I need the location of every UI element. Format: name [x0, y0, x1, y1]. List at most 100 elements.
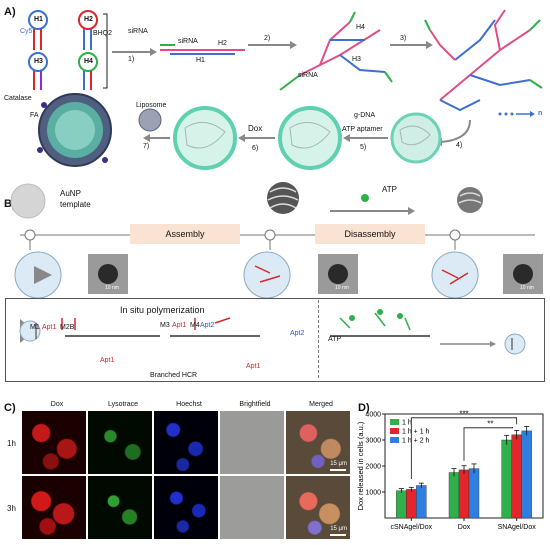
assembly-label: Assembly: [130, 224, 240, 244]
disassembly-label: Disassembly: [315, 224, 425, 244]
insitu-divider: [318, 300, 319, 378]
step-4-label: 4): [456, 142, 463, 149]
legend-label: 1 h + 1 h: [402, 429, 430, 436]
row-label-3h: 3h: [7, 504, 16, 513]
bhq2-label: BHQ2: [93, 30, 113, 37]
legend-swatch: [390, 437, 399, 443]
step-5-label: 5): [360, 144, 367, 151]
micrograph-merged-1h: 15 μm: [286, 411, 350, 474]
n-label: n: [538, 110, 543, 117]
legend-label: 1 h + 2 h: [402, 438, 430, 445]
y-tick-label: 2000: [365, 464, 381, 471]
gdna-label: g-DNA: [354, 112, 376, 119]
panel-d-label: D): [358, 402, 370, 414]
apt1-label-c: Apt1: [100, 357, 115, 364]
y-axis-label: Dox released in cells (a.u.): [356, 421, 365, 510]
bar: [521, 430, 532, 519]
sirna-branch-label: siRNA: [298, 72, 318, 79]
legend-label: 1 h: [402, 420, 412, 427]
legend-swatch: [390, 419, 399, 425]
insitu-title: In situ polymerization: [120, 305, 205, 315]
aunp-label: AuNP: [60, 189, 81, 198]
micrograph-lyso-3h: [88, 476, 152, 539]
hydrogel-sphere-3: [173, 106, 237, 170]
h2-hairpin-label: H2: [84, 16, 93, 23]
template-label: template: [60, 200, 91, 209]
liposome: [138, 108, 162, 132]
step-1-label: 1): [128, 56, 135, 63]
catalase-label: Catalase: [4, 95, 32, 102]
y-tick-label: 3000: [365, 438, 381, 445]
atp-aptamer-label: ATP aptamer: [342, 126, 383, 133]
bar: [396, 490, 407, 519]
branched-structure-1: [279, 11, 393, 91]
m3-label: M3: [160, 322, 170, 329]
complex-h2-label: H2: [218, 40, 227, 47]
ellipsis-dots: [498, 111, 535, 117]
micrograph-dox-1h: [22, 411, 86, 474]
bar: [468, 468, 480, 519]
step-3-label: 3): [400, 35, 407, 42]
m2b-label: M2B: [60, 324, 75, 331]
h1-hairpin-label: H1: [34, 16, 43, 23]
apt2-label-a: Apt2: [200, 322, 215, 329]
atp-label-2: ATP: [328, 336, 342, 343]
row-label-1h: 1h: [7, 439, 16, 448]
scale-bar-2: [330, 534, 346, 536]
apt2-label-b: Apt2: [290, 330, 305, 337]
panel-a-graphic: [28, 9, 543, 170]
apt1-label-d: Apt1: [246, 363, 261, 370]
cy5-label: Cy5: [20, 28, 33, 35]
bar: [448, 472, 460, 519]
sirna-h1-complex: [160, 44, 245, 55]
branch-h3-label: H3: [352, 56, 361, 63]
micrograph-merged-3h: 15 μm: [286, 476, 350, 539]
sig-label-1: ***: [459, 409, 468, 418]
micrograph-hoechst-3h: [154, 476, 218, 539]
tem-scale-2: 10 nm: [335, 285, 349, 291]
apt1-label-a: Apt1: [42, 324, 57, 331]
hydrogel-sphere-1: [390, 112, 442, 164]
branched-hcr-label: Branched HCR: [150, 372, 198, 379]
panel-b-label: B): [4, 198, 16, 210]
h4-hairpin-label: H4: [84, 58, 93, 65]
tem-scale-3: 10 nm: [520, 285, 534, 291]
x-tick-label: Dox: [458, 524, 471, 531]
legend-swatch: [390, 428, 399, 434]
micrograph-bf-1h: [220, 411, 284, 474]
hairpin-h3: [28, 52, 48, 90]
micrograph-bf-3h: [220, 476, 284, 539]
panel-b-graphic: [10, 182, 543, 355]
x-tick-label: cSNAgel/Dox: [391, 524, 433, 531]
bar: [416, 485, 427, 519]
tem-scale-1: 10 nm: [105, 285, 119, 291]
hydrogel-sphere-2: [278, 106, 342, 170]
bar: [511, 434, 522, 519]
step-7-label: 7): [143, 143, 150, 150]
apt1-label-b: Apt1: [172, 322, 187, 329]
col-head-dox: Dox: [50, 401, 64, 408]
bar: [406, 489, 417, 519]
panel-a-label: A): [4, 6, 16, 18]
h3-hairpin-label: H3: [34, 58, 43, 65]
sirna-mid-label: siRNA: [178, 38, 198, 45]
y-tick-label: 4000: [365, 412, 381, 419]
step-6-label: 6): [252, 145, 259, 152]
y-tick-label: 1000: [365, 490, 381, 497]
atp-label: ATP: [382, 185, 397, 194]
branch-h4-label: H4: [356, 24, 365, 31]
catalase-nanoparticle: [37, 93, 112, 167]
bar: [458, 469, 470, 519]
insitu-box: [5, 298, 545, 382]
hairpin-h1: [28, 10, 48, 50]
m4-label: M4: [190, 322, 200, 329]
scale-bar-label-1: 15 μm: [330, 461, 347, 467]
col-head-hoechst: Hoechst: [176, 401, 202, 408]
col-head-lysotrace: Lysotrace: [107, 401, 139, 408]
panel-c-label: C): [4, 402, 16, 414]
branched-structure-2: [424, 9, 543, 112]
sig-bracket-1: [410, 417, 518, 479]
micrograph-lyso-1h: [88, 411, 152, 474]
x-tick-label: SNAgel/Dox: [498, 524, 537, 531]
